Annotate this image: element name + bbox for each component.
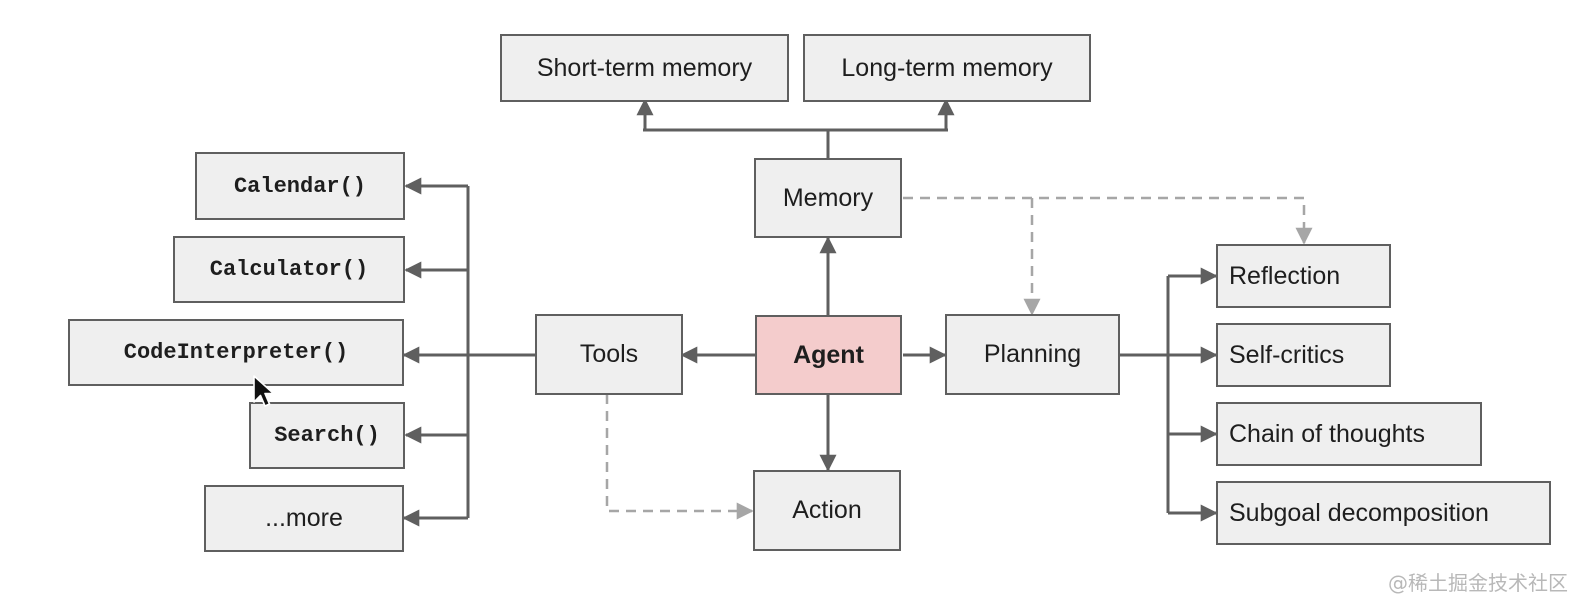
action-node: Action [753, 470, 901, 551]
short-term-memory-node: Short-term memory [500, 34, 789, 102]
code-interpreter-tool-node: CodeInterpreter() [68, 319, 404, 386]
planning-node: Planning [945, 314, 1120, 395]
search-tool-node: Search() [249, 402, 405, 469]
watermark: @稀土掘金技术社区 [1388, 571, 1568, 595]
subgoal-decomposition-node: Subgoal decomposition [1216, 481, 1551, 545]
edge-tools-action-dashed [605, 394, 754, 520]
calculator-tool-node: Calculator() [173, 236, 405, 303]
edge-memory-reflection-dashed [903, 196, 1313, 245]
chain-of-thoughts-node: Chain of thoughts [1216, 402, 1482, 466]
memory-node: Memory [754, 158, 902, 238]
more-tools-node: ...more [204, 485, 404, 552]
mouse-cursor-icon [253, 375, 275, 407]
tools-node: Tools [535, 314, 683, 395]
long-term-memory-node: Long-term memory [803, 34, 1091, 102]
reflection-node: Reflection [1216, 244, 1391, 308]
self-critics-node: Self-critics [1216, 323, 1391, 387]
agent-node: Agent [755, 315, 902, 395]
calendar-tool-node: Calendar() [195, 152, 405, 220]
